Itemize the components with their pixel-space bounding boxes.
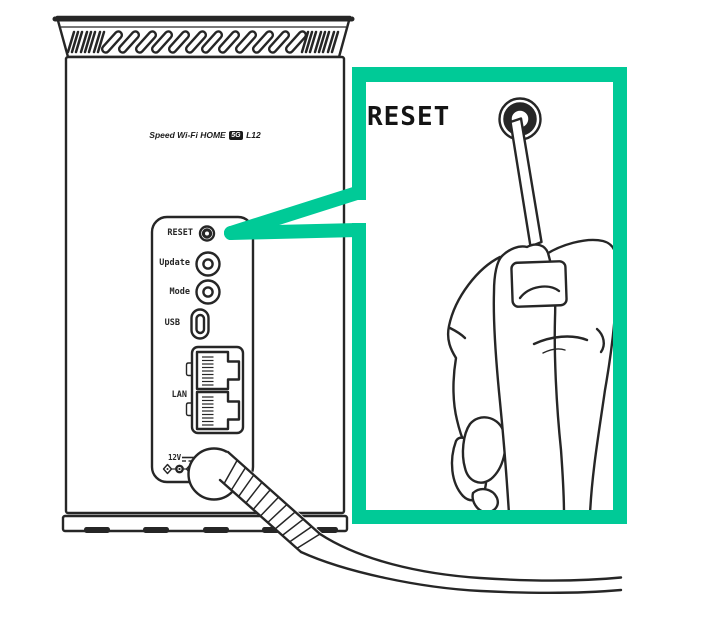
usb-port xyxy=(190,308,210,340)
router-device xyxy=(52,15,623,595)
mode-button xyxy=(195,279,221,305)
panel-label-power: 12V xyxy=(168,453,181,462)
callout-reset-label: RESET xyxy=(367,102,451,132)
power-connector xyxy=(187,447,623,595)
vent-slots xyxy=(66,30,340,54)
model-5g-badge: 5G xyxy=(228,131,244,140)
top-cap xyxy=(52,15,355,59)
reset-pin xyxy=(509,117,543,248)
model-label-suffix: L12 xyxy=(246,130,261,141)
lan-ports xyxy=(185,345,245,435)
device-model-label: Speed Wi-Fi HOME 5G L12 xyxy=(66,131,344,140)
thumbnail xyxy=(510,260,568,308)
panel-label-usb: USB xyxy=(164,318,180,328)
rear-panel xyxy=(150,215,255,484)
panel-label-lan: LAN xyxy=(171,389,187,400)
callout-content xyxy=(446,97,613,510)
model-label-prefix: Speed Wi-Fi HOME xyxy=(149,130,226,141)
panel-label-mode: Mode xyxy=(169,286,190,297)
update-button xyxy=(195,251,221,277)
power-cable xyxy=(299,532,623,595)
feet xyxy=(84,527,338,533)
callout-pointer xyxy=(224,185,367,240)
panel-label-reset: RESET xyxy=(167,228,193,238)
hand xyxy=(446,238,613,510)
reset-button xyxy=(198,225,216,242)
strain-relief-hatch xyxy=(223,459,321,550)
panel-label-update: Update xyxy=(159,257,190,268)
